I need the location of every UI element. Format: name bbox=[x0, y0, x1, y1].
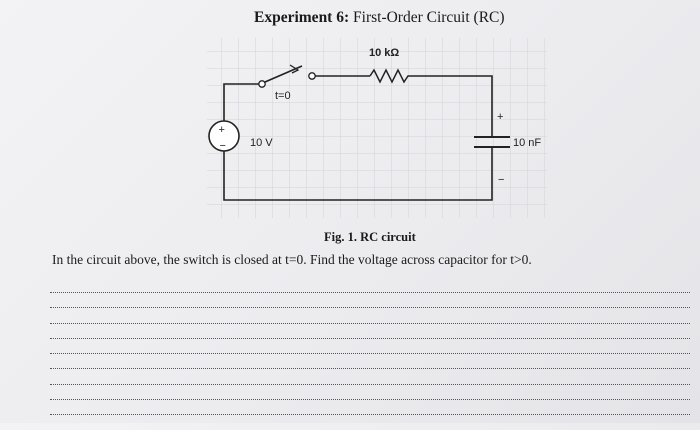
switch-arrow-icon bbox=[289, 64, 300, 74]
source-label: 10 V bbox=[250, 137, 273, 149]
capacitor-label: 10 nF bbox=[513, 137, 541, 149]
answer-line bbox=[50, 399, 690, 401]
capacitor: + − 10 nF bbox=[474, 111, 541, 186]
answer-area[interactable] bbox=[50, 292, 690, 430]
answer-line bbox=[50, 292, 690, 293]
answer-line bbox=[50, 337, 690, 339]
rc-circuit-diagram: t=0 10 kΩ + − 10 V + − 10 nF bbox=[207, 38, 547, 218]
answer-line bbox=[50, 368, 690, 370]
answer-line bbox=[50, 414, 690, 416]
switch-label: t=0 bbox=[275, 90, 291, 102]
resistor-label: 10 kΩ bbox=[369, 47, 399, 59]
circuit-wires bbox=[223, 75, 493, 201]
source-plus-sign: + bbox=[219, 124, 225, 136]
figure-caption: Fig. 1. RC circuit bbox=[324, 230, 416, 244]
answer-line bbox=[50, 383, 690, 385]
capacitor-plus-sign: + bbox=[497, 111, 503, 123]
page-title: Experiment 6: First-Order Circuit (RC) bbox=[254, 9, 505, 27]
title-experiment-number: Experiment 6: bbox=[254, 9, 350, 26]
answer-line bbox=[50, 307, 690, 309]
capacitor-minus-sign: − bbox=[498, 174, 504, 186]
switch: t=0 bbox=[258, 64, 316, 102]
answer-line bbox=[50, 353, 690, 355]
question-text: In the circuit above, the switch is clos… bbox=[52, 252, 532, 267]
source-minus-sign: − bbox=[220, 140, 226, 152]
resistor: 10 kΩ bbox=[369, 47, 412, 84]
title-text: First-Order Circuit (RC) bbox=[349, 9, 505, 26]
grid-background bbox=[207, 38, 547, 218]
voltage-source: + − 10 V bbox=[208, 120, 273, 152]
answer-line bbox=[50, 322, 690, 324]
